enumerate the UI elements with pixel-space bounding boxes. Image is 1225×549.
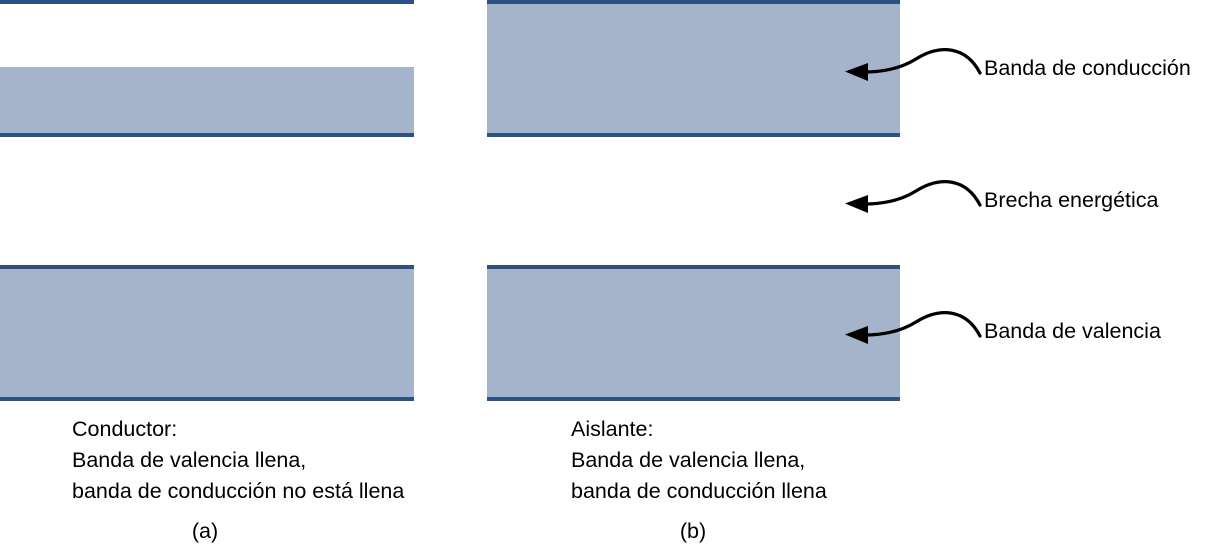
panel-a-caption-line-2: Banda de valencia llena, — [72, 448, 307, 472]
panel-a-caption: Conductor: Banda de valencia llena, band… — [72, 414, 404, 507]
energy-gap-arrow-icon — [845, 180, 982, 213]
panel-b-conduction-band — [487, 0, 900, 137]
panel-a-caption-line-3: banda de conducción no está llena — [72, 479, 405, 503]
conduction-band-arrow-icon — [845, 48, 982, 81]
panel-a-caption-line-1: Conductor: — [72, 417, 178, 441]
valence-band-arrow-icon — [845, 311, 982, 344]
energy-gap-label: Brecha energética — [984, 188, 1159, 212]
panel-b-caption: Aislante: Banda de valencia llena, banda… — [571, 414, 827, 507]
panel-a-conduction-band-top-line — [0, 0, 414, 4]
panel-b-letter: (b) — [679, 519, 707, 543]
panel-b-valence-band — [487, 265, 900, 401]
panel-a-conduction-band-fill — [0, 67, 414, 137]
valence-band-label: Banda de valencia — [984, 319, 1161, 343]
panel-b-caption-line-2: Banda de valencia llena, — [571, 448, 806, 472]
panel-b-caption-line-3: banda de conducción llena — [571, 479, 827, 503]
panel-a-letter: (a) — [191, 519, 219, 543]
conduction-band-label: Banda de conducción — [984, 56, 1191, 80]
panel-a-valence-band — [0, 265, 414, 401]
panel-b-caption-line-1: Aislante: — [571, 417, 654, 441]
